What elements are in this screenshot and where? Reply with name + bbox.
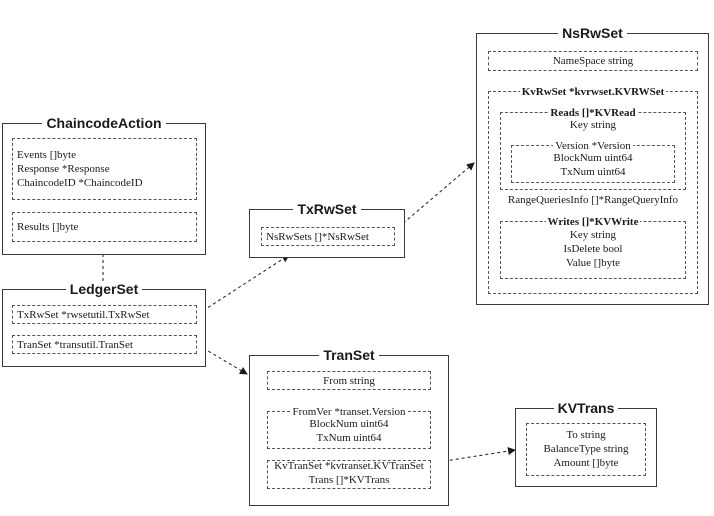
field-fromver-txnum: TxNum uint64 bbox=[316, 432, 382, 444]
chaincodeaction-results: Results []byte bbox=[12, 212, 197, 242]
reads-group: Reads []*KVRead Key string Version *Vers… bbox=[500, 107, 686, 190]
transet-box: TranSet From string FromVer *transet.Ver… bbox=[249, 347, 449, 506]
ledgerset-txrwset-field: TxRwSet *rwsetutil.TxRwSet bbox=[12, 305, 197, 324]
txrwset-box: TxRwSet NsRwSets []*NsRwSet bbox=[249, 201, 405, 258]
kvtrans-fields: To string BalanceType string Amount []by… bbox=[526, 423, 646, 476]
nsrwset-title: NsRwSet bbox=[477, 24, 708, 42]
ledgerset-title: LedgerSet bbox=[3, 280, 205, 298]
txrwset-title: TxRwSet bbox=[250, 200, 404, 218]
version-group: Version *Version BlockNum uint64 TxNum u… bbox=[511, 140, 675, 183]
field-chaincodeid: ChaincodeID *ChaincodeID bbox=[17, 177, 143, 189]
field-to: To string bbox=[566, 429, 606, 441]
kvtranset-group: KvTranSet *kvtranset.KVTranSet Trans []*… bbox=[267, 460, 431, 489]
chaincodeaction-box: ChaincodeAction Events []byte Response *… bbox=[2, 115, 206, 255]
field-fromver-blocknum: BlockNum uint64 bbox=[309, 418, 389, 430]
field-trans: Trans []*KVTrans bbox=[308, 474, 390, 486]
reads-key-field: Key string bbox=[569, 119, 617, 131]
transet-from-field: From string bbox=[267, 371, 431, 390]
range-queries-field: RangeQueriesInfo []*RangeQueryInfo bbox=[507, 194, 679, 206]
field-transet: TranSet *transutil.TranSet bbox=[17, 339, 133, 351]
field-blocknum: BlockNum uint64 bbox=[553, 152, 633, 164]
kvrwset-label: KvRwSet *kvrwset.KVRWSet bbox=[519, 86, 667, 98]
arrow-ledgerset-to-txrwset bbox=[197, 254, 290, 315]
fromver-group: FromVer *transet.Version BlockNum uint64… bbox=[267, 406, 431, 449]
field-nsrwsets: NsRwSets []*NsRwSet bbox=[266, 231, 369, 243]
writes-group: Writes []*KVWrite Key string IsDelete bo… bbox=[500, 216, 686, 279]
field-results: Results []byte bbox=[17, 221, 79, 233]
ledgerset-box: LedgerSet TxRwSet *rwsetutil.TxRwSet Tra… bbox=[2, 281, 206, 367]
kvtrans-title: KVTrans bbox=[516, 399, 656, 417]
chaincodeaction-title: ChaincodeAction bbox=[3, 114, 205, 132]
version-label: Version *Version bbox=[553, 140, 633, 152]
field-namespace: NameSpace string bbox=[552, 55, 634, 67]
field-from: From string bbox=[323, 375, 375, 387]
arrow-txrwset-to-nsrwset bbox=[393, 162, 475, 232]
field-value: Value []byte bbox=[565, 257, 621, 269]
field-txrwset: TxRwSet *rwsetutil.TxRwSet bbox=[17, 309, 150, 321]
field-kvtranset: KvTranSet *kvtranset.KVTranSet bbox=[274, 460, 424, 472]
transet-title: TranSet bbox=[250, 346, 448, 364]
field-writes-key: Key string bbox=[569, 229, 617, 241]
field-isdelete: IsDelete bool bbox=[563, 243, 623, 255]
field-amount: Amount []byte bbox=[553, 457, 619, 469]
chaincodeaction-fields: Events []byte Response *Response Chainco… bbox=[12, 138, 197, 200]
ledgerset-transet-field: TranSet *transutil.TranSet bbox=[12, 335, 197, 354]
txrwset-nsrwsets-field: NsRwSets []*NsRwSet bbox=[261, 227, 395, 246]
field-balancetype: BalanceType string bbox=[543, 443, 629, 455]
field-response: Response *Response bbox=[17, 163, 110, 175]
reads-label: Reads []*KVRead bbox=[548, 107, 638, 119]
nsrwset-namespace-field: NameSpace string bbox=[488, 51, 698, 71]
field-txnum: TxNum uint64 bbox=[560, 166, 626, 178]
nsrwset-box: NsRwSet NameSpace string KvRwSet *kvrwse… bbox=[476, 25, 709, 305]
writes-label: Writes []*KVWrite bbox=[545, 216, 641, 228]
field-events: Events []byte bbox=[17, 149, 76, 161]
kvrwset-group: KvRwSet *kvrwset.KVRWSet Reads []*KVRead… bbox=[488, 86, 698, 294]
kvtrans-box: KVTrans To string BalanceType string Amo… bbox=[515, 400, 657, 487]
fromver-label: FromVer *transet.Version bbox=[290, 406, 408, 418]
